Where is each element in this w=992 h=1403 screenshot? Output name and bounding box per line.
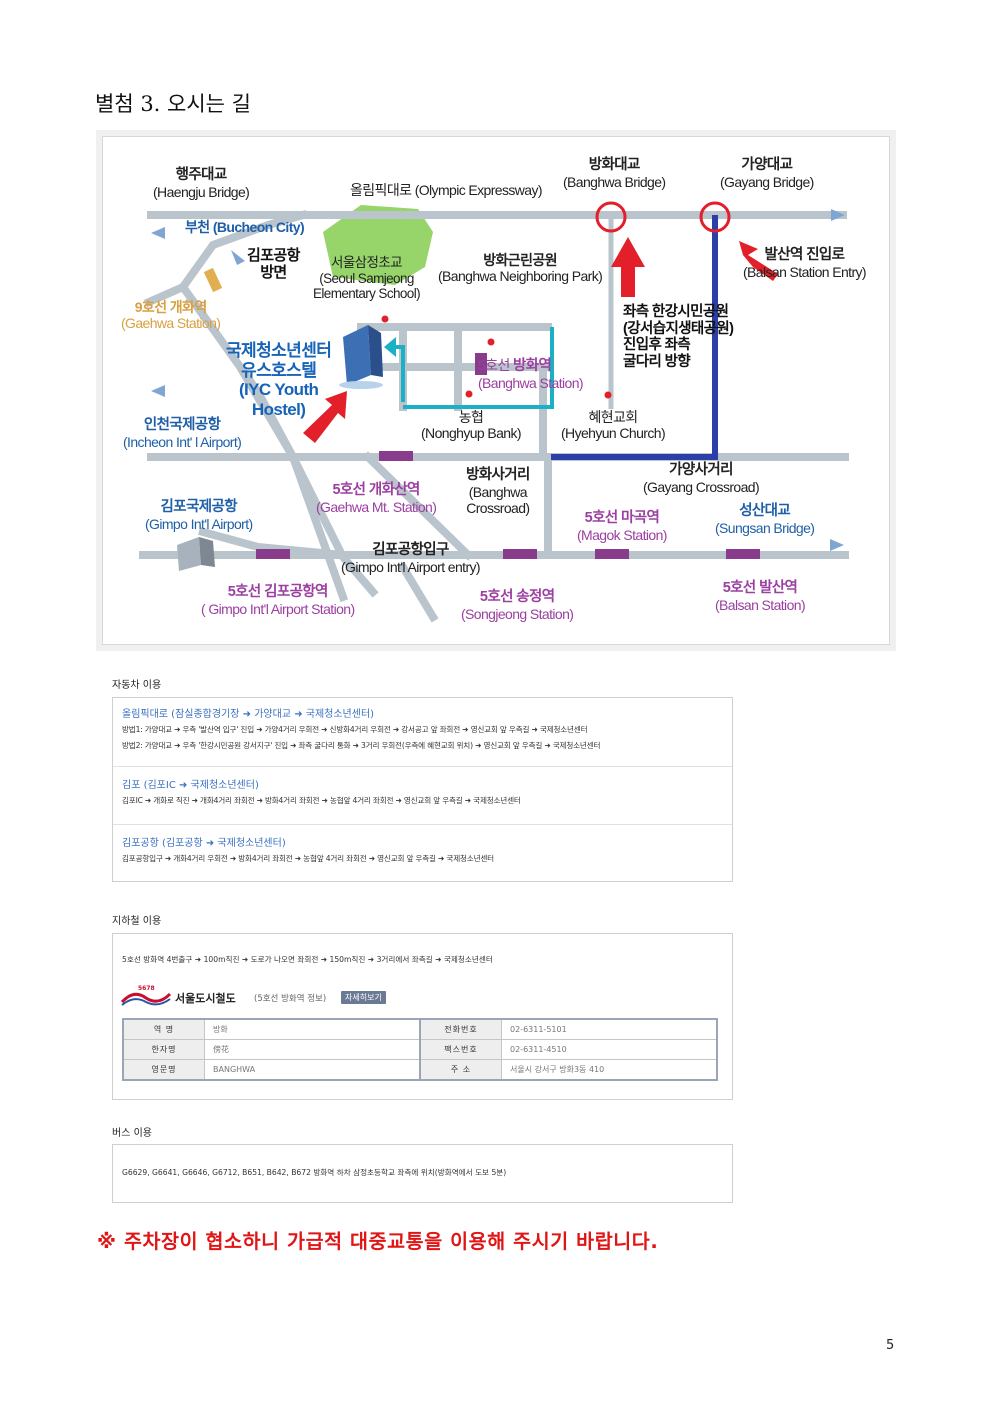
bus-routes: G6629, G6641, G6646, G6712, B651, B642, … [122,1168,507,1177]
label-olympic: 올림픽대로 (Olympic Expressway) [350,182,543,198]
landmark-dots [381,315,612,399]
hostel-building-icon [339,325,383,389]
line9-marker [203,267,223,293]
table-row: 영문명 BANGHWA 주 소 서울시 강서구 방화3동 410 [122,1059,718,1081]
label-balsan-entry: 발산역 진입로(Balsan Station Entry) [743,247,867,280]
subway-panel: 5호선 방화역 4번출구 ➜ 100m직진 ➜ 도로가 나오면 좌회전 ➜ 15… [112,933,733,1100]
table-row: 한자명 傍花 팩스번호 02-6311-4510 [122,1039,718,1060]
label-incheon: 인천국제공항(Incheon Int' l Airport) [123,417,242,450]
page-title: 별첨 3. 오시는 길 [95,92,251,116]
bus-panel: G6629, G6641, G6646, G6712, B651, B642, … [112,1144,733,1203]
car-route-gimpo-ic: 김포 (김포IC ➜ 국제청소년센터) 김포IC ➜ 개화로 직진 ➜ 개화4거… [113,767,732,825]
table-row: 역 명 방화 전화번호 02-6311-5101 [122,1018,718,1040]
direction-arrows [151,209,845,551]
gayang-bridge-circle [699,201,731,233]
subway-section-title: 지하철 이용 [112,916,162,927]
logo-name: 서울도시철도 [175,992,236,1005]
park-area [323,205,433,285]
label-haengju: 행주대교(Haengju Bridge) [153,167,250,200]
label-gimpo-station: 5호선 김포공항역( Gimpo Int'l Airport Station) [201,584,355,617]
label-gimpo-intl: 김포국제공항(Gimpo Int'l Airport) [145,499,253,532]
details-button[interactable]: 자세히보기 [341,991,386,1004]
label-balsan-station: 5호선 발산역(Balsan Station) [715,580,806,613]
label-magok: 5호선 마곡역(Magok Station) [577,510,667,543]
blue-route [551,215,718,460]
station-info-note: (5호선 방화역 정보) [254,994,327,1004]
parking-notice: ※ 주차장이 협소하니 가급적 대중교통을 이용해 주시기 바랍니다. [97,1230,659,1253]
car-route-olympic: 올림픽대로 (잠실종합경기장 ➜ 가양대교 ➜ 국제청소년센터) 방법1: 가양… [113,698,732,767]
car-panel: 올림픽대로 (잠실종합경기장 ➜ 가양대교 ➜ 국제청소년센터) 방법1: 가양… [112,697,733,882]
banghwa-bridge-circle [595,201,627,233]
label-park: 방화근린공원(Banghwa Neighboring Park) [438,252,603,285]
label-nonghyup: 농협(Nonghyup Bank) [421,409,522,442]
subway-route: 5호선 방화역 4번출구 ➜ 100m직진 ➜ 도로가 나오면 좌회전 ➜ 15… [122,955,493,964]
map-graphic [139,201,849,623]
car-route-gimpo-airport: 김포공항 (김포공항 ➜ 국제청소년센터) 김포공항입구 ➜ 개화4거리 우회전… [122,838,494,863]
label-sungsan: 성산대교(Sungsan Bridge) [715,503,815,536]
label-gayang-bridge: 가양대교(Gayang Bridge) [720,157,814,190]
label-bucheon: 부천 (Bucheon City) [185,219,305,235]
label-gayang-crossroad: 가양사거리(Gayang Crossroad) [643,462,760,495]
label-banghwa-bridge: 방화대교(Banghwa Bridge) [563,157,666,190]
label-hyehyun: 혜현교회(Hyehyun Church) [561,409,666,442]
directions-map: 행주대교(Haengju Bridge) 올림픽대로 (Olympic Expr… [96,130,896,651]
cyan-route [384,327,554,409]
label-songjeong: 5호선 송정역(Songjeong Station) [461,589,574,622]
label-gaehwa9: 9호선 개화역(Gaehwa Station) [121,299,221,332]
station-markers [256,353,760,559]
label-banghwa-station: 5호선 방화역 (Banghwa Station) [478,357,584,391]
bus-section-title: 버스 이용 [112,1128,152,1139]
logo-number: 5678 [138,985,155,992]
seoul-metro-logo-icon [120,992,172,1006]
label-airport-entry: 김포공항입구(Gimpo Int'l Airport entry) [341,542,481,575]
car-section-title: 자동차 이용 [112,680,162,691]
station-info-table: 역 명 방화 전화번호 02-6311-5101 한자명 傍花 팩스번호 02-… [122,1018,718,1081]
page-number: 5 [886,1338,895,1353]
label-gaehwasan: 5호선 개화산역(Gaehwa Mt. Station) [316,482,437,515]
red-arrows [303,237,778,443]
airport-building-icon [177,537,215,571]
